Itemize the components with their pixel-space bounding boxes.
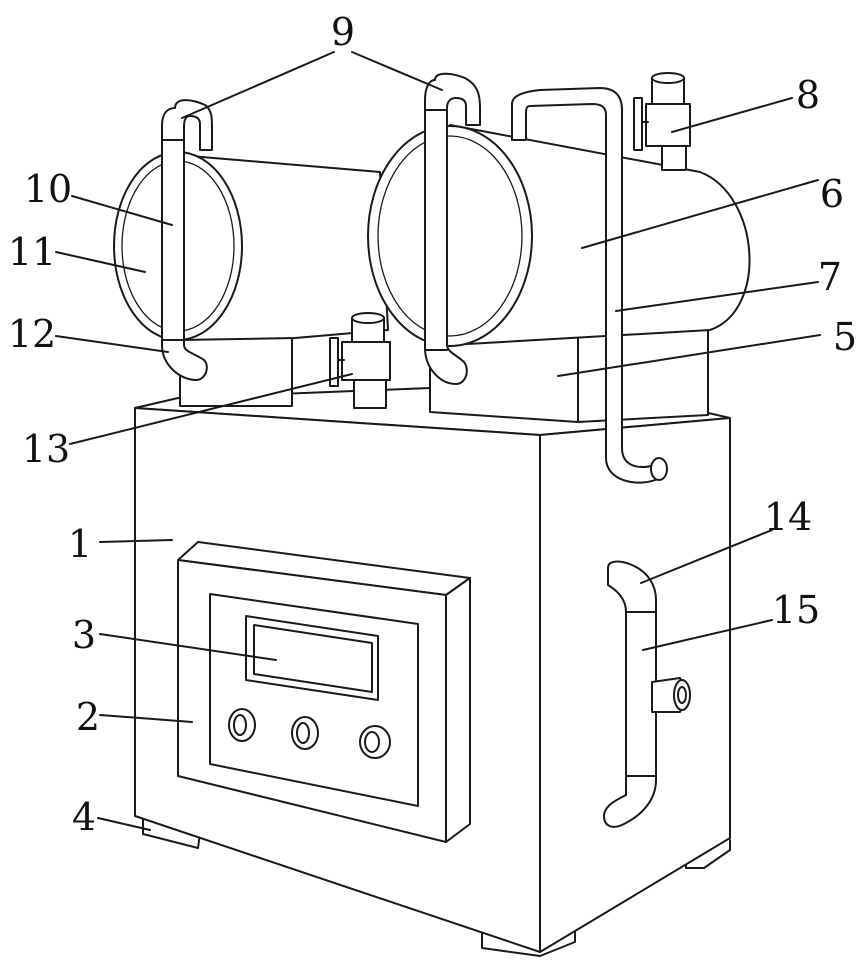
label-15: 15 (772, 588, 820, 632)
right-tank (367, 124, 751, 347)
knob-middle (291, 716, 319, 750)
label-3: 3 (72, 613, 96, 657)
overflow-pipe (511, 87, 668, 484)
knob-right (359, 725, 391, 759)
knob-left (228, 708, 256, 742)
label-8: 8 (796, 73, 820, 117)
label-1: 1 (68, 522, 92, 566)
label-10: 10 (24, 167, 72, 211)
foot-front-left (142, 817, 201, 849)
display-screen (245, 615, 379, 701)
sight-tube-right (424, 72, 481, 385)
label-7: 7 (818, 255, 842, 299)
label-13: 13 (22, 427, 70, 471)
side-pipe-handle (603, 560, 657, 828)
side-valve (651, 677, 691, 713)
label-6: 6 (820, 172, 844, 216)
label-11: 11 (8, 230, 56, 274)
label-4: 4 (72, 795, 96, 839)
label-14: 14 (764, 495, 812, 539)
label-2: 2 (76, 695, 100, 739)
leader-lines (55, 51, 821, 831)
label-12: 12 (8, 312, 56, 356)
middle-valve (329, 312, 391, 409)
label-5: 5 (833, 315, 857, 359)
top-valve (633, 72, 691, 171)
sight-tube-left (161, 99, 213, 381)
label-9: 9 (331, 10, 355, 54)
left-tank (113, 151, 389, 341)
